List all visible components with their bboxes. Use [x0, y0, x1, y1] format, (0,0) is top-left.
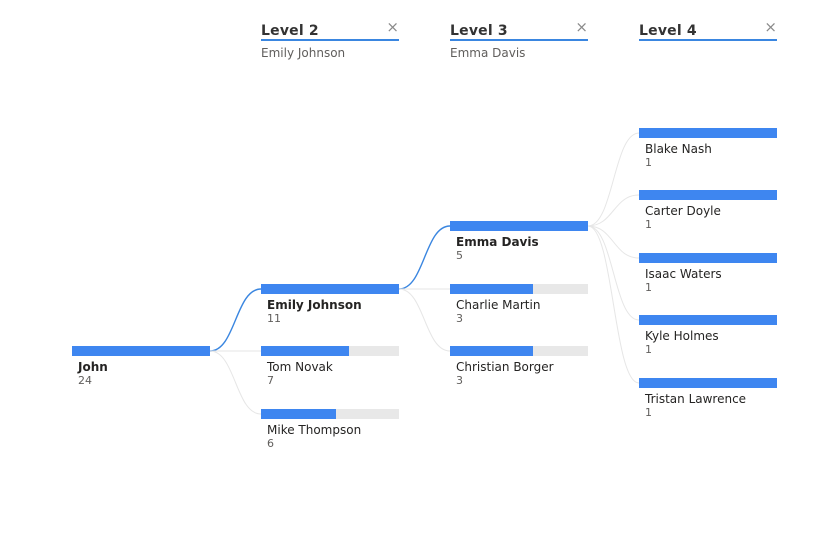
- level-2-header: Level 2 × Emily Johnson: [261, 18, 399, 60]
- node-label: Isaac Waters: [645, 267, 722, 281]
- bar-track: [450, 284, 588, 294]
- node-value: 24: [78, 374, 92, 387]
- node-label: Emily Johnson: [267, 298, 362, 312]
- bar-fill: [72, 346, 210, 356]
- active-link: [209, 288, 262, 352]
- level-2-selected: Emily Johnson: [261, 46, 346, 60]
- node-label: Blake Nash: [645, 142, 712, 156]
- bar-track: [450, 346, 588, 356]
- node-value: 1: [645, 406, 652, 419]
- bar-track: [639, 190, 777, 200]
- node-value: 5: [456, 249, 463, 262]
- link: [398, 288, 451, 352]
- node-label: Charlie Martin: [456, 298, 541, 312]
- link: [587, 194, 640, 227]
- link: [587, 225, 640, 259]
- close-icon[interactable]: ×: [386, 18, 399, 36]
- node-value: 1: [645, 281, 652, 294]
- node-value: 3: [456, 374, 463, 387]
- link: [587, 132, 640, 227]
- bar-fill: [639, 128, 777, 138]
- bar-fill: [261, 284, 399, 294]
- node-label: Tristan Lawrence: [645, 392, 747, 406]
- bar-track: [261, 346, 399, 356]
- close-icon[interactable]: ×: [575, 18, 588, 36]
- bar-track: [639, 378, 777, 388]
- bar-track: [639, 315, 777, 325]
- bar-fill: [639, 315, 777, 325]
- node-label: John: [78, 360, 108, 374]
- node-label: Mike Thompson: [267, 423, 362, 437]
- bar-fill: [450, 346, 533, 356]
- bar-fill: [450, 221, 588, 231]
- close-icon[interactable]: ×: [764, 18, 777, 36]
- node-value: 11: [267, 312, 281, 325]
- node-value: 1: [645, 156, 652, 169]
- bar-fill: [261, 346, 349, 356]
- level-4-title: Level 4: [639, 23, 697, 39]
- level-3-selected: Emma Davis: [450, 46, 526, 60]
- link: [587, 225, 640, 321]
- level-2-title: Level 2: [261, 23, 319, 39]
- level-2-underline: [261, 39, 399, 41]
- node-value: 7: [267, 374, 274, 387]
- bar-fill: [639, 253, 777, 263]
- link: [209, 350, 262, 415]
- active-link: [398, 225, 451, 290]
- bar-track: [72, 346, 210, 356]
- bar-fill: [261, 409, 337, 419]
- bar-fill: [639, 190, 777, 200]
- node-value: 1: [645, 343, 652, 356]
- node-label: Emma Davis: [456, 235, 539, 249]
- level-3-title: Level 3: [450, 23, 508, 39]
- bar-track: [261, 409, 399, 419]
- link: [587, 225, 640, 384]
- node-value: 1: [645, 218, 652, 231]
- bar-track: [639, 128, 777, 138]
- bar-fill: [639, 378, 777, 388]
- level-4-header: Level 4 ×: [639, 18, 777, 41]
- bar-fill: [450, 284, 533, 294]
- node-label: Carter Doyle: [645, 204, 721, 218]
- node-label: Kyle Holmes: [645, 329, 719, 343]
- level-3-underline: [450, 39, 588, 41]
- level-4-underline: [639, 39, 777, 41]
- bar-track: [450, 221, 588, 231]
- node-label: Christian Borger: [456, 360, 554, 374]
- node-value: 3: [456, 312, 463, 325]
- bar-track: [261, 284, 399, 294]
- bar-track: [639, 253, 777, 263]
- node-label: Tom Novak: [267, 360, 333, 374]
- node-value: 6: [267, 437, 274, 450]
- level-3-header: Level 3 × Emma Davis: [450, 18, 588, 60]
